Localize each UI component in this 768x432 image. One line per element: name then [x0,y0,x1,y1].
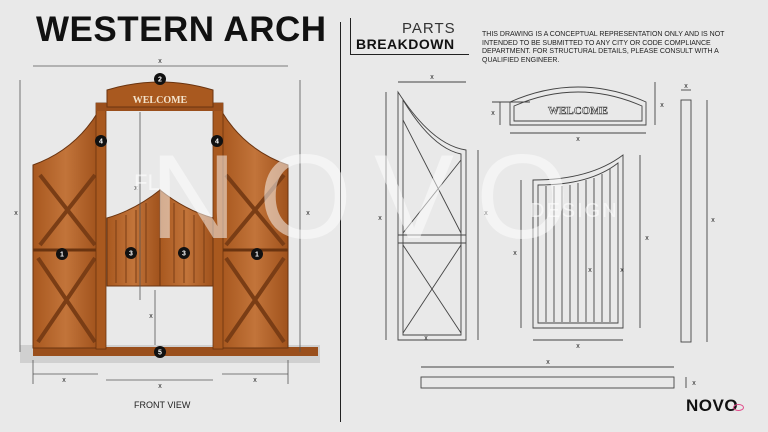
dim-label: x [620,267,624,274]
part-badge: 3 [178,247,190,259]
part-badge: 4 [95,135,107,147]
dim-label: x [134,185,138,192]
dim-label: x [546,359,550,366]
novo-logo: NOVO [686,396,739,415]
dim-label: x [424,335,428,342]
page-title: WESTERN ARCH [36,10,327,49]
part-sign-text: WELCOME [548,105,608,117]
svg-text:1: 1 [60,252,64,259]
logo-accent-icon [733,404,744,411]
svg-text:3: 3 [129,251,133,258]
dim-label: x [588,267,592,274]
dim-label: x [378,215,382,222]
dim-label: x [430,74,434,81]
part-base-beam [420,366,687,389]
base-beam [33,347,318,356]
part-post [680,89,708,343]
dim-label: x [576,136,580,143]
welcome-sign [106,81,214,108]
svg-text:1: 1 [255,252,259,259]
front-view-drawing: WELCOME x x x [14,58,320,390]
saloon-doors [106,188,214,287]
parts-dimension-labels: x x x x x x x x x x x x x x x x [378,74,715,387]
part-door [520,154,641,341]
svg-text:5: 5 [158,350,162,357]
breakdown-label: BREAKDOWN [356,36,455,52]
part-badge: 4 [211,135,223,147]
dim-label: x [692,380,696,387]
dim-label: x [513,250,517,257]
dim-label: x [645,235,649,242]
welcome-sign-text: WELCOME [133,95,188,106]
dim-label: x [14,210,18,217]
dim-label: x [576,343,580,350]
dim-label: x [684,83,688,90]
dim-label: x [306,210,310,217]
watermark-design: DESIGN [530,200,619,222]
left-side-panel [32,110,99,349]
svg-text:4: 4 [215,139,219,146]
part-badge: 5 [154,346,166,358]
parts-label: PARTS [402,20,456,37]
dim-label: x [158,58,162,65]
dim-label: x [62,377,66,384]
part-badge: 1 [251,248,263,260]
dim-label: x [149,313,153,320]
front-dimension-lines [19,65,301,384]
part-side-panel [385,81,479,341]
dim-label: x [158,383,162,390]
part-sign [492,82,656,134]
part-badge: 2 [154,73,166,85]
disclaimer-text: THIS DRAWING IS A CONCEPTUAL REPRESENTAT… [482,31,725,64]
right-side-panel [221,110,289,349]
dim-label: x [484,210,488,217]
dim-label: x [711,217,715,224]
section-divider [340,22,341,422]
dim-label: x [491,110,495,117]
watermark-novo: NOVO [150,130,592,264]
svg-text:3: 3 [182,251,186,258]
front-view-label: FRONT VIEW [134,400,191,410]
svg-text:4: 4 [99,139,103,146]
part-badge: 3 [125,247,137,259]
parts-breakdown-drawing [385,81,708,389]
dim-label: x [660,102,664,109]
parts-header-box [350,18,469,55]
part-badge: 1 [56,248,68,260]
svg-text:2: 2 [158,77,162,84]
dim-label: x [253,377,257,384]
watermark-fl: FL [134,170,160,195]
